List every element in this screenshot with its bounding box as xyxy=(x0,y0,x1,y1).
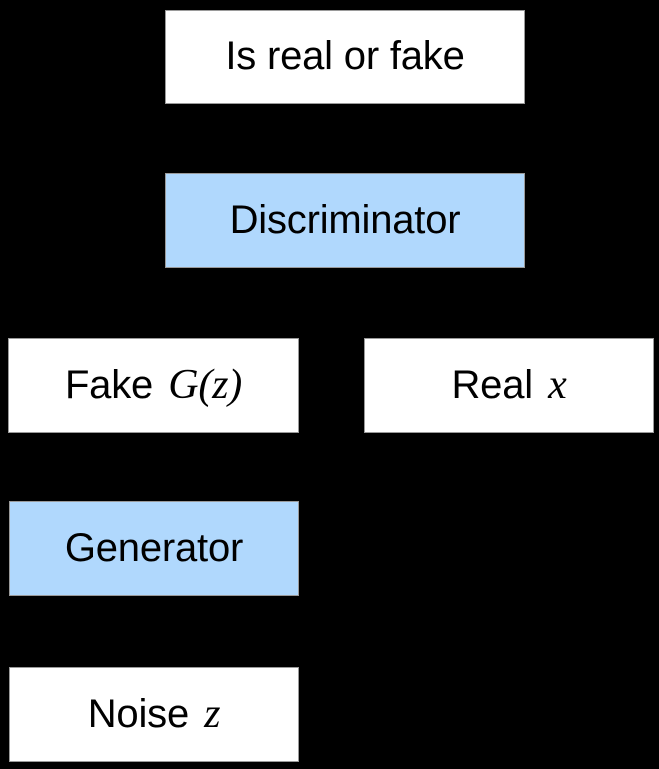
node-discriminator[interactable]: Discriminator xyxy=(165,173,525,268)
node-noise-z-label: Noise z xyxy=(88,693,221,735)
node-fake-gz-label-prefix: Fake xyxy=(64,362,164,407)
node-noise-z[interactable]: Noise z xyxy=(9,667,299,762)
node-real-x-label-math: x xyxy=(548,361,567,408)
node-fake-gz-label-math: G(z) xyxy=(168,361,243,408)
node-generator[interactable]: Generator xyxy=(9,501,299,596)
node-real-x[interactable]: Real x xyxy=(364,338,654,433)
node-real-x-label: Real x xyxy=(451,364,566,406)
node-fake-gz-label: Fake G(z) xyxy=(65,364,242,406)
node-is-real-or-fake-label: Is real or fake xyxy=(225,34,465,78)
node-real-x-label-prefix: Real xyxy=(451,362,544,407)
node-is-real-or-fake[interactable]: Is real or fake xyxy=(165,10,525,104)
node-fake-gz[interactable]: Fake G(z) xyxy=(8,338,299,433)
node-discriminator-label: Discriminator xyxy=(229,197,461,242)
node-generator-label: Generator xyxy=(64,525,244,570)
node-noise-z-label-prefix: Noise xyxy=(87,691,200,736)
node-noise-z-label-math: z xyxy=(204,690,221,737)
